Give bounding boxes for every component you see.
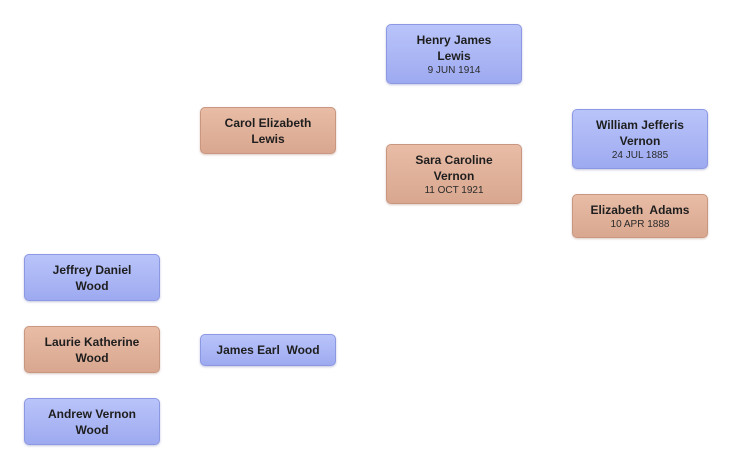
birth-date: 11 OCT 1921 [424, 184, 484, 196]
person-card-laurie-katherine-wood[interactable]: Laurie Katherine Wood [24, 326, 160, 373]
person-card-william-jefferis-vernon[interactable]: William Jefferis Vernon 24 JUL 1885 [572, 109, 708, 169]
person-card-sara-caroline-vernon[interactable]: Sara Caroline Vernon 11 OCT 1921 [386, 144, 522, 204]
birth-date: 10 APR 1888 [610, 218, 670, 230]
person-name: William Jefferis Vernon [596, 117, 684, 148]
birth-date: 24 JUL 1885 [611, 149, 669, 161]
person-name: Elizabeth Adams [590, 202, 690, 217]
person-name: Sara Caroline Vernon [415, 152, 493, 183]
person-card-carol-elizabeth-lewis[interactable]: Carol Elizabeth Lewis [200, 107, 336, 154]
person-name: James Earl Wood [216, 343, 320, 357]
person-card-jeffrey-daniel-wood[interactable]: Jeffrey Daniel Wood [24, 254, 160, 301]
person-card-elizabeth-adams[interactable]: Elizabeth Adams 10 APR 1888 [572, 194, 708, 238]
person-name: Carol Elizabeth Lewis [224, 115, 312, 146]
person-card-andrew-vernon-wood[interactable]: Andrew Vernon Wood [24, 398, 160, 445]
person-name: Laurie Katherine Wood [44, 334, 140, 365]
birth-date: 9 JUN 1914 [427, 64, 481, 76]
person-card-james-earl-wood[interactable]: James Earl Wood [200, 334, 336, 366]
person-card-henry-james-lewis[interactable]: Henry James Lewis 9 JUN 1914 [386, 24, 522, 84]
person-name: Jeffrey Daniel Wood [52, 262, 132, 293]
person-name: Andrew Vernon Wood [47, 406, 136, 437]
person-name: Henry James Lewis [416, 32, 492, 63]
